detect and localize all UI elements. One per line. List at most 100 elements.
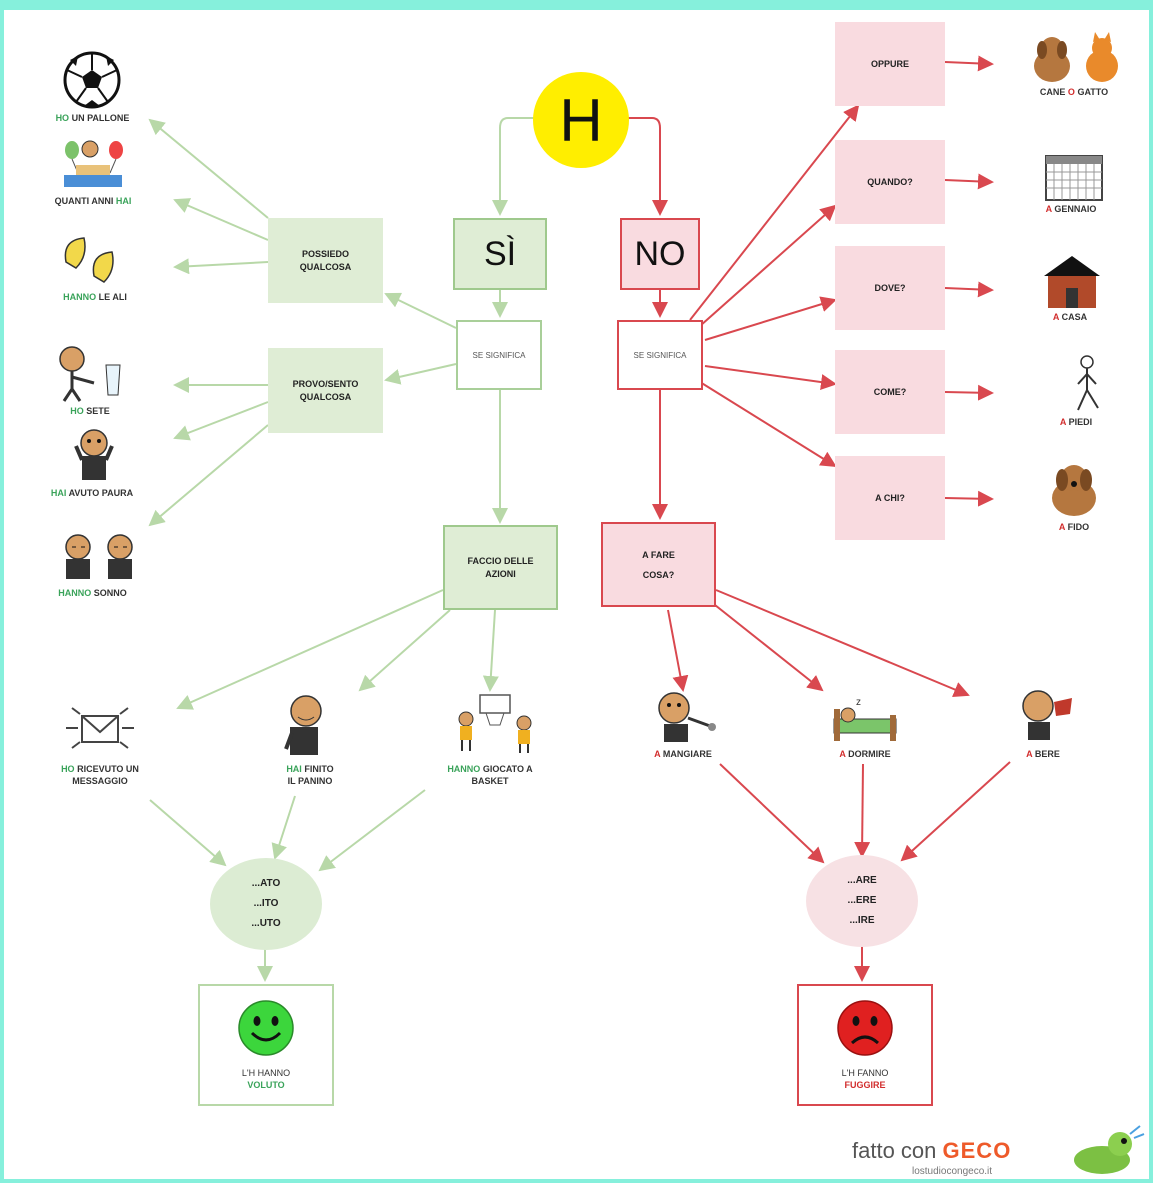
basket-text: GIOCATO A — [482, 764, 533, 774]
cane-gatto-caption: CANE O GATTO — [1014, 86, 1134, 98]
footer-made: fatto con — [852, 1138, 937, 1163]
dormire-text: DORMIRE — [848, 749, 891, 759]
provo-box: PROVO/SENTO QUALCOSA — [268, 348, 383, 433]
panino-verb: HAI — [286, 764, 302, 774]
sonno-text: SONNO — [93, 588, 127, 598]
ali-caption: HANNO LE ALI — [40, 291, 150, 303]
paura-caption: HAI AVUTO PAURA — [22, 487, 162, 499]
possiedo-box: POSSIEDO QUALCOSA — [268, 218, 383, 303]
no-box: NO — [620, 218, 700, 290]
gennaio-caption: A GENNAIO — [1026, 203, 1116, 215]
question-come-box: COME? — [835, 350, 945, 434]
h-letter: H — [559, 86, 603, 154]
pallone-text: UN PALLONE — [71, 113, 130, 123]
soccer-ball-icon — [63, 51, 121, 109]
sete-verb: HO — [70, 406, 84, 416]
ali-text: LE ALI — [98, 292, 127, 302]
bere-text: BERE — [1034, 749, 1060, 759]
yes-ending-ato: ...ATO — [251, 878, 281, 889]
pallone-caption: HO UN PALLONE — [30, 112, 155, 124]
gennaio-a: A — [1045, 204, 1052, 214]
mangiare-caption: A MANGIARE — [628, 748, 738, 760]
no-ending-are: ...ARE — [847, 875, 877, 886]
panino-text: FINITO — [304, 764, 334, 774]
yes-ending-ito: ...ITO — [253, 898, 279, 909]
casa-caption: A CASA — [1030, 311, 1110, 323]
yes-result-word: VOLUTO — [247, 1080, 285, 1090]
fare-label: A FARE COSA? — [642, 549, 675, 580]
sete-caption: HO SETE — [50, 405, 130, 417]
basket-text2: BASKET — [471, 776, 509, 786]
dog-icon — [1052, 465, 1096, 516]
message-envelope-icon — [66, 707, 134, 749]
no-endings-circle: ...ARE ...ERE ...IRE — [806, 855, 918, 947]
no-meaning-box: SE SIGNIFICA — [617, 320, 703, 390]
sleeping-bed-icon: z — [833, 697, 897, 741]
basket-caption: HANNO GIOCATO A BASKET — [420, 763, 560, 787]
pallone-verb: HO — [55, 113, 70, 123]
gatto-text: GATTO — [1077, 87, 1109, 97]
footer-site: lostudiocongeco.it — [912, 1166, 993, 1177]
o-text: O — [1067, 87, 1075, 97]
anni-verb: HAI — [115, 196, 132, 206]
fido-caption: A FIDO — [1034, 521, 1114, 533]
casa-a: A — [1052, 312, 1060, 322]
footer-brand: fatto con GECO — [852, 1138, 1011, 1164]
gecko-logo-icon — [1074, 1125, 1145, 1174]
question-achi-box: A CHI? — [835, 456, 945, 540]
messaggio-verb: HO — [61, 764, 75, 774]
svg-text:z: z — [856, 697, 861, 708]
calendar-icon — [1045, 155, 1103, 201]
dormire-a: A — [839, 749, 846, 759]
no-meaning-label: SE SIGNIFICA — [633, 350, 687, 360]
no-result-word: FUGGIRE — [844, 1080, 886, 1090]
question-oppure-label: OPPURE — [870, 58, 909, 69]
walking-person-icon — [1077, 355, 1099, 411]
paura-text: AVUTO PAURA — [68, 488, 134, 498]
piedi-a: A — [1059, 417, 1067, 427]
basketball-players-icon — [458, 694, 532, 753]
question-oppure-box: OPPURE — [835, 22, 945, 106]
yes-endings-circle: ...ATO ...ITO ...UTO — [210, 858, 322, 950]
possiedo-label: POSSIEDO QUALCOSA — [299, 248, 352, 272]
dormire-caption: A DORMIRE — [815, 748, 915, 760]
sonno-verb: HANNO — [58, 588, 92, 598]
eating-person-icon — [658, 692, 716, 742]
yes-ending-uto: ...UTO — [251, 918, 281, 929]
question-quando-label: QUANDO? — [867, 176, 913, 187]
drinking-person-icon — [1022, 690, 1072, 740]
sete-text: SETE — [86, 406, 110, 416]
footer-brand-name: GECO — [942, 1138, 1012, 1163]
no-result-text: L'H FANNO — [841, 1068, 889, 1078]
bere-a: A — [1026, 749, 1033, 759]
yes-result-text: L'H HANNO — [241, 1068, 291, 1078]
anni-text: QUANTI ANNI — [54, 196, 114, 206]
yes-label: SÌ — [483, 234, 517, 273]
yes-result-box: L'H HANNO VOLUTO — [198, 984, 334, 1106]
question-dove-box: DOVE? — [835, 246, 945, 330]
cane-text: CANE — [1039, 87, 1066, 97]
sad-face-icon — [837, 1000, 893, 1056]
sonno-caption: HANNO SONNO — [30, 587, 155, 599]
yes-box: SÌ — [453, 218, 547, 290]
messaggio-text: RICEVUTO UN — [77, 764, 139, 774]
birthday-party-icon — [64, 140, 123, 187]
gennaio-text: GENNAIO — [1054, 204, 1097, 214]
thirsty-person-icon — [59, 346, 121, 402]
basket-verb: HANNO — [447, 764, 481, 774]
piedi-text: PIEDI — [1068, 417, 1093, 427]
mangiare-text: MANGIARE — [662, 749, 712, 759]
question-achi-label: A CHI? — [875, 492, 905, 503]
faccio-label: FACCIO DELLE AZIONI — [467, 555, 534, 579]
dog-and-cat-icon — [1034, 32, 1118, 82]
provo-label: PROVO/SENTO QUALCOSA — [292, 378, 359, 402]
panino-text2: IL PANINO — [287, 776, 333, 786]
bere-caption: A BERE — [1008, 748, 1078, 760]
no-ending-ire: ...IRE — [849, 915, 875, 926]
messaggio-text2: MESSAGGIO — [72, 776, 128, 786]
fare-box: A FARE COSA? — [601, 522, 716, 607]
scared-person-icon — [74, 429, 114, 480]
question-dove-label: DOVE? — [874, 282, 906, 293]
